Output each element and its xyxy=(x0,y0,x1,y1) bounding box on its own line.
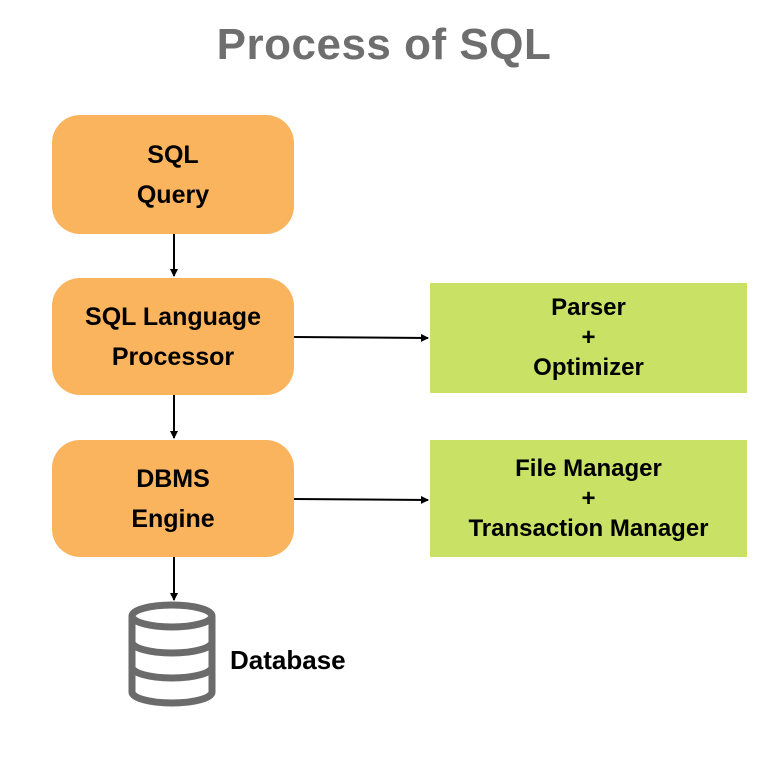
node-parser-plus: + xyxy=(581,324,596,351)
node-manager-plus: + xyxy=(581,484,596,512)
node-sql-query-line-1: SQL xyxy=(147,140,199,169)
node-manager-line-3: Transaction Manager xyxy=(468,514,709,542)
node-sql-query-line-2: Query xyxy=(136,180,210,209)
arrow-engine-to-manager xyxy=(293,495,429,504)
node-manager-line-1: File Manager xyxy=(515,454,662,482)
node-engine-line-1: DBMS xyxy=(136,464,210,493)
node-parser-line-3: Optimizer xyxy=(533,354,644,381)
arrow-processor-to-parser xyxy=(293,333,429,342)
node-sql-query: SQL Query xyxy=(52,115,294,234)
page-title: Process of SQL xyxy=(216,20,552,69)
node-engine-line-2: Engine xyxy=(131,504,215,533)
node-parser-line-1: Parser xyxy=(551,294,626,321)
database-label: Database xyxy=(230,645,346,675)
node-processor-line-2: Processor xyxy=(111,342,235,371)
node-processor-line-1: SQL Language xyxy=(85,302,261,331)
node-sql-language-processor: SQL Language Processor xyxy=(52,278,294,395)
node-parser-optimizer: Parser + Optimizer xyxy=(430,283,747,393)
node-dbms-engine: DBMS Engine xyxy=(52,440,294,557)
database-icon xyxy=(128,601,216,707)
node-file-transaction-manager: File Manager + Transaction Manager xyxy=(430,440,747,557)
